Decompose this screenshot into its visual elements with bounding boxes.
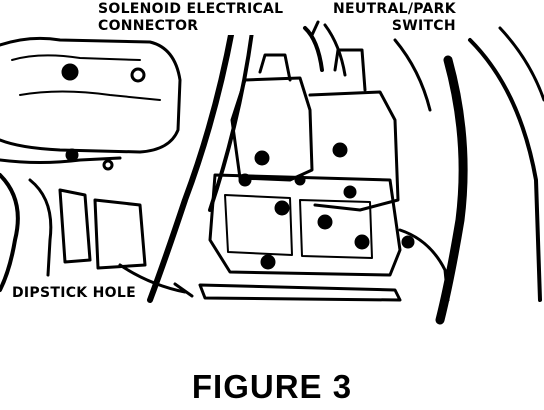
neutral-label-line-1: NEUTRAL/PARK: [333, 1, 456, 17]
engine-block: [0, 36, 182, 292]
figure-caption: FIGURE 3: [191, 368, 353, 405]
transmission-illustration: [0, 20, 544, 325]
switch-pointer: [310, 20, 320, 37]
solenoid-connector-label: SOLENOID ELECTRICAL CONNECTOR: [98, 1, 284, 35]
bolts: [238, 142, 415, 270]
neutral-park-switch-label: NEUTRAL/PARK SWITCH: [333, 1, 456, 35]
fender: [468, 26, 544, 302]
solenoid-label-line-1: SOLENOID ELECTRICAL: [98, 1, 284, 17]
solenoid-label-line-2: CONNECTOR: [98, 18, 199, 34]
neutral-label-line-2: SWITCH: [391, 18, 456, 34]
valve-body: [198, 48, 450, 302]
dipstick-tube: [118, 263, 194, 298]
dipstick-hole-label: DIPSTICK HOLE: [12, 285, 136, 302]
